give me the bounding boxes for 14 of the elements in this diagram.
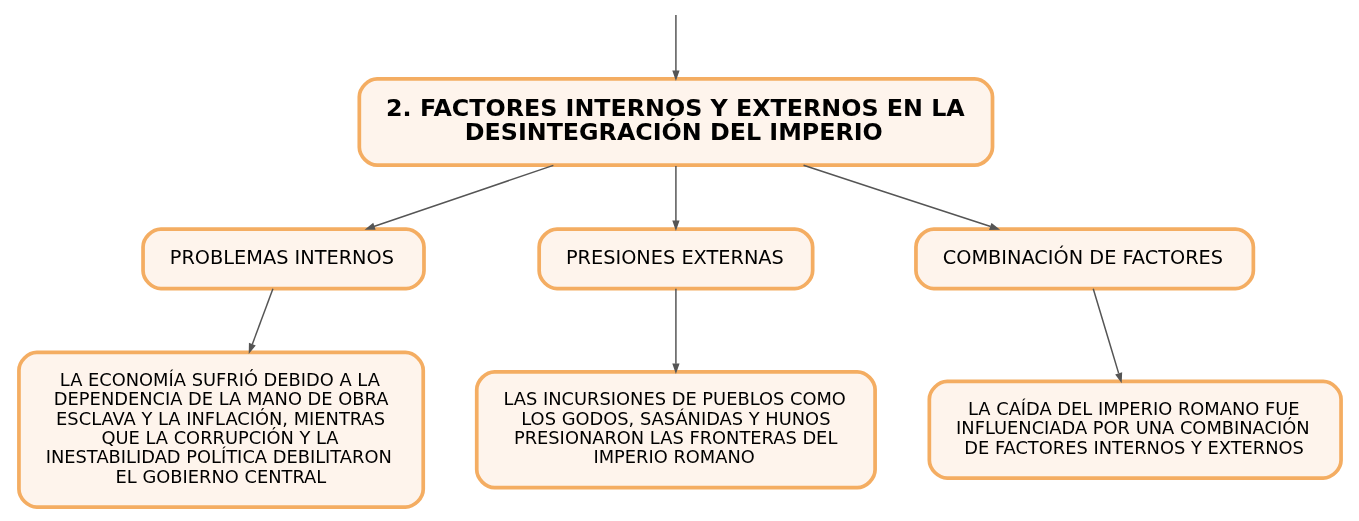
- node-box: PRESIONES EXTERNAS: [536, 227, 814, 291]
- node-box: LAS INCURSIONES DE PUEBLOS COMO LOS GODOS, SASÁNIDAS Y HUNOS PRESIONARON LAS FRONTERAS DEL IMPERIO ROMANO: [474, 369, 877, 490]
- arrow: [248, 288, 274, 354]
- node-box: LA ECONOMÍA SUFRIÓ DEBIDO A LA DEPENDENCIA DE LA MANO DE OBRA ESCLAVA Y LA INFLACIÓN, MIENTRAS QUE LA CORRUPCIÓN Y LA INESTABILIDAD POLÍTICA DEBILITARON EL GOBIERNO CENTRAL: [16, 350, 425, 509]
- arrow: [1092, 288, 1122, 384]
- arrow: [802, 164, 1000, 230]
- arrow: [671, 165, 680, 232]
- node-box: PROBLEMAS INTERNOS: [140, 227, 426, 291]
- node-box: COMBINACIÓN DE FACTORES: [913, 227, 1255, 291]
- node-box: 2. FACTORES INTERNOS Y EXTERNOS EN LA DESINTEGRACIÓN DEL IMPERIO: [356, 77, 994, 168]
- arrow: [671, 14, 680, 81]
- arrow: [671, 288, 680, 374]
- arrow: [364, 164, 554, 230]
- node-box: LA CAÍDA DEL IMPERIO ROMANO FUE INFLUENCIADA POR UNA COMBINACIÓN DE FACTORES INTERNOS Y EXTERNOS: [927, 379, 1343, 480]
